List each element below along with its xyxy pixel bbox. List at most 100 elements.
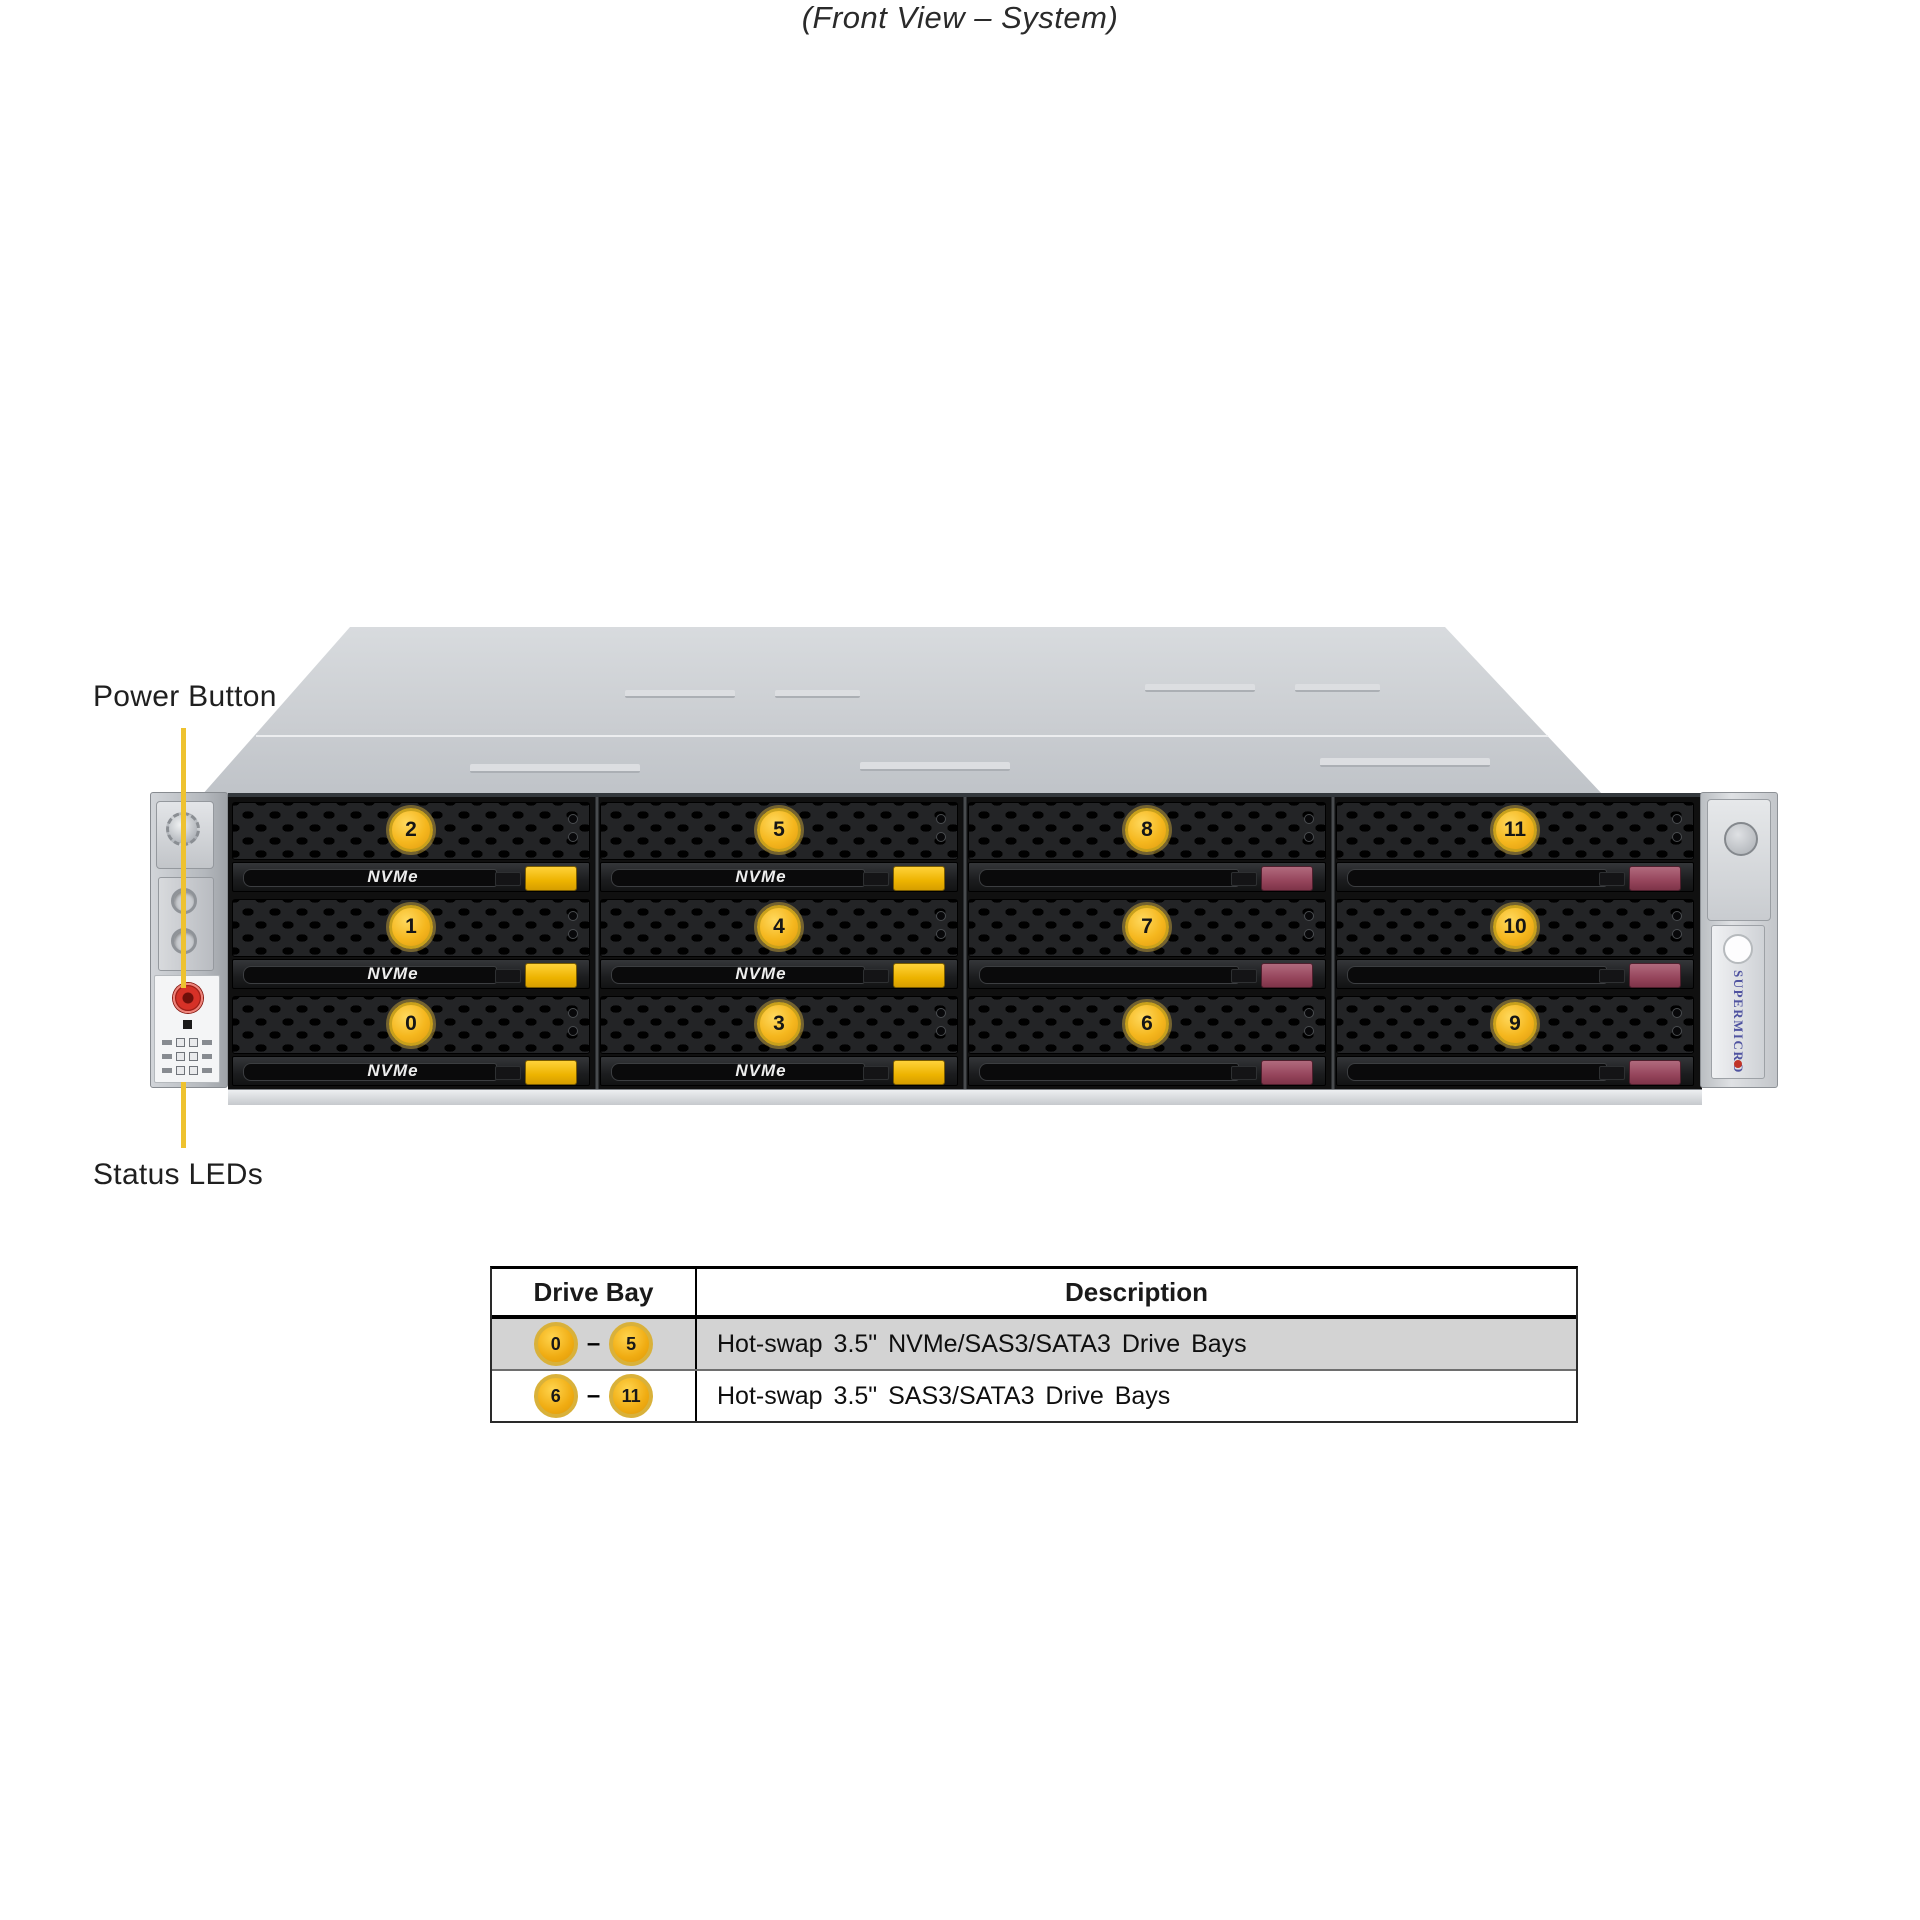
drive-bay-7: 7 — [968, 899, 1326, 989]
tray-recess — [979, 1063, 1239, 1081]
lid-handle-cutout — [775, 690, 860, 698]
bay-led-icon — [1672, 1026, 1682, 1036]
tray-latch — [525, 866, 577, 891]
left-ear-latch — [158, 877, 214, 971]
bay-led-icon — [1672, 814, 1682, 824]
figure-caption: (Front View – System) — [801, 0, 1119, 35]
bay-led-icon — [1304, 1026, 1314, 1036]
led-mark — [162, 1068, 172, 1073]
bay-led-icon — [1304, 1008, 1314, 1018]
table-header-drive-bay: Drive Bay — [492, 1269, 697, 1315]
tray-recess — [979, 869, 1239, 887]
ear-hole — [1723, 934, 1753, 964]
drive-bay-10: 10 — [1336, 899, 1694, 989]
bay-number-badge: 2 — [389, 808, 433, 852]
led-mark — [202, 1040, 212, 1045]
bay-number-badge: 10 — [1493, 905, 1537, 949]
bay-tray-handle: NVMe — [600, 862, 958, 892]
lid-seam — [256, 735, 1548, 737]
table-header-description: Description — [1064, 1276, 1209, 1307]
tray-recess — [1347, 1063, 1607, 1081]
bay-led-icon — [936, 929, 946, 939]
tray-release-knob — [1599, 872, 1625, 886]
tray-release-knob — [1231, 872, 1257, 886]
bay-number-badge: 7 — [1125, 905, 1169, 949]
tray-latch — [1261, 1060, 1313, 1085]
tray-release-knob — [863, 1066, 889, 1080]
bay-column-divider — [594, 797, 600, 1089]
bay-led-icon — [1304, 929, 1314, 939]
nvme-label: NVMe — [367, 867, 419, 886]
tray-latch — [525, 963, 577, 988]
table-row: 6 – 11 Hot-swap 3.5" SAS3/SATA3 Drive Ba… — [492, 1369, 1576, 1421]
drive-bay-11: 11 — [1336, 802, 1694, 892]
tray-release-knob — [863, 872, 889, 886]
bay-number-badge: 0 — [389, 1002, 433, 1046]
lid-latch-cutout — [1320, 758, 1490, 767]
led-indicator-icon — [189, 1052, 198, 1061]
led-indicator-icon — [176, 1038, 185, 1047]
led-mark — [162, 1054, 172, 1059]
tray-release-knob — [1231, 1066, 1257, 1080]
chassis-bottom-edge — [228, 1089, 1702, 1105]
bay-led-icon — [1672, 1008, 1682, 1018]
bay-led-icon — [1672, 911, 1682, 921]
bay-tray-handle — [968, 862, 1326, 892]
drive-bay-2: 2 NVMe — [232, 802, 590, 892]
table-cell-bay-range: 6 – 11 — [492, 1371, 697, 1421]
bay-number-badge: 5 — [757, 808, 801, 852]
bay-led-icon — [1672, 832, 1682, 842]
bay-tray-handle — [1336, 862, 1694, 892]
led-indicator-icon — [176, 1052, 185, 1061]
lid-latch-cutout — [470, 764, 640, 773]
bay-led-icon — [1304, 911, 1314, 921]
status-leds — [161, 1038, 213, 1075]
status-leds-label: Status LEDs — [93, 1158, 264, 1191]
tray-release-knob — [1599, 969, 1625, 983]
bay-tray-handle: NVMe — [600, 959, 958, 989]
tray-release-knob — [1231, 969, 1257, 983]
nvme-label: NVMe — [367, 964, 419, 983]
lid-latch-cutout — [860, 762, 1010, 771]
status-led-row — [161, 1052, 213, 1061]
left-rack-ear — [150, 792, 228, 1088]
right-ear-bracket — [1707, 799, 1771, 921]
tray-latch — [525, 1060, 577, 1085]
reset-button — [183, 1020, 192, 1029]
bay-number-badge: 6 — [1125, 1002, 1169, 1046]
bay-led-icon — [568, 1008, 578, 1018]
supermicro-logo: SUPERMICRO — [1731, 970, 1746, 1074]
bay-led-icon — [1304, 814, 1314, 824]
status-leds-callout-line — [181, 1082, 186, 1148]
bay-range-dash: – — [586, 1330, 601, 1357]
table-cell-description: Hot-swap 3.5" NVMe/SAS3/SATA3 Drive Bays — [717, 1329, 1247, 1358]
bay-led-icon — [936, 1026, 946, 1036]
tray-release-knob — [863, 969, 889, 983]
drive-bay-5: 5 NVMe — [600, 802, 958, 892]
bay-range-end-badge: 5 — [609, 1322, 654, 1366]
bay-range-start-badge: 0 — [533, 1322, 578, 1366]
nvme-label: NVMe — [735, 867, 787, 886]
tray-recess — [1347, 869, 1607, 887]
drive-bay-table: Drive Bay Description 0 – 5 Hot-swap 3.5… — [490, 1266, 1578, 1423]
bay-tray-handle: NVMe — [232, 959, 590, 989]
status-led-row — [161, 1038, 213, 1047]
lid-handle-cutout — [1145, 684, 1255, 692]
led-mark — [202, 1054, 212, 1059]
bay-led-icon — [936, 814, 946, 824]
bay-led-icon — [568, 911, 578, 921]
bay-led-icon — [568, 929, 578, 939]
bay-tray-handle — [968, 1056, 1326, 1086]
table-header-row: Drive Bay Description — [492, 1269, 1576, 1319]
right-rack-ear: SUPERMICRO — [1700, 792, 1778, 1088]
tray-release-knob — [495, 872, 521, 886]
bay-number-badge: 3 — [757, 1002, 801, 1046]
tray-latch — [1629, 866, 1681, 891]
lid-handle-cutout — [1295, 684, 1380, 692]
drive-bay-4: 4 NVMe — [600, 899, 958, 989]
nvme-label: NVMe — [735, 964, 787, 983]
lid-handle-cutout — [625, 690, 735, 698]
tray-latch — [893, 1060, 945, 1085]
bay-led-icon — [1304, 832, 1314, 842]
drive-bay-3: 3 NVMe — [600, 996, 958, 1086]
